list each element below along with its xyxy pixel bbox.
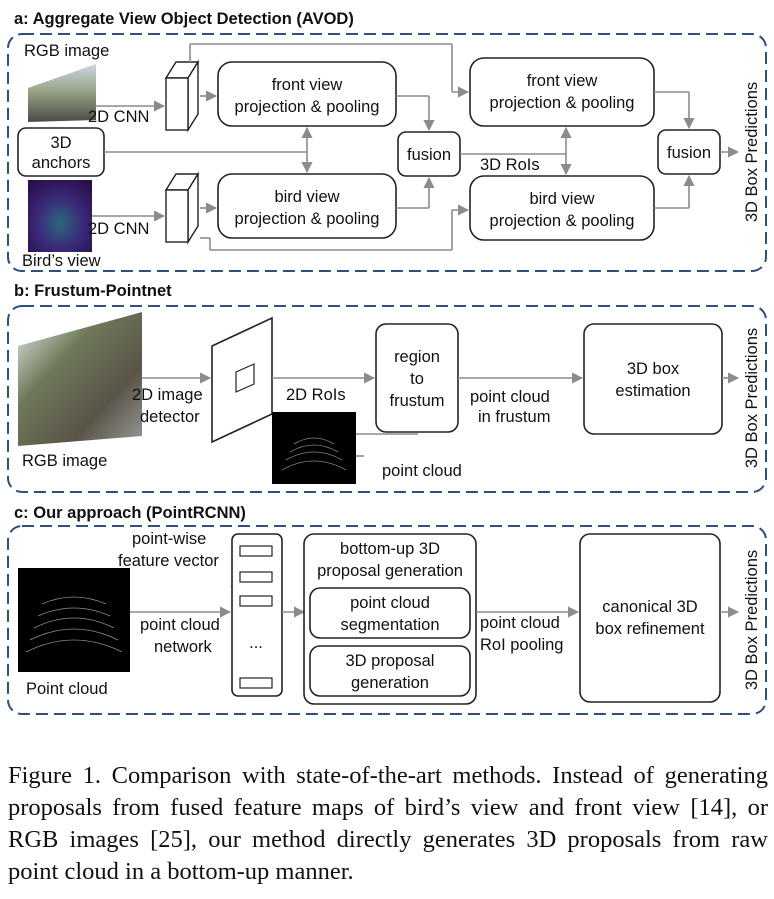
fpn-region-line2: to [410,370,424,388]
pointrcnn-feature-vectors [239,545,273,689]
avod-bird-proj-2-line2: projection & pooling [490,212,635,230]
fpn-rgb-image [18,312,142,446]
pointrcnn-roi-pooling-line2: RoI pooling [480,636,563,654]
pointrcnn-refine-box [579,533,721,703]
pointrcnn-proposal-gen-box [309,645,471,697]
avod-front-proj-2-line1: front view [527,72,598,90]
pointrcnn-proposal-gen-line1: 3D proposal [346,652,435,670]
pointrcnn-pointwise-line2: feature vector [118,552,219,570]
fpn-estimation-line1: 3D box [627,360,680,378]
avod-bird-proj-2-line1: bird view [529,190,594,208]
avod-cnn-label-bottom: 2D CNN [88,220,149,238]
fpn-frustum-pc-line1: point cloud [470,388,550,406]
avod-front-proj-1-line1: front view [272,76,343,94]
avod-output-label: 3D Box Predictions [743,82,761,222]
pointrcnn-network-line2: network [154,638,213,656]
section-b-border [7,305,767,493]
avod-cnn-block-top [164,59,200,133]
pointrcnn-feature-column [231,533,283,697]
avod-birdsview-label: Bird’s view [22,252,101,270]
fpn-frustum-pc-line2: in frustum [478,408,550,426]
pointrcnn-network-line1: point cloud [140,616,220,634]
avod-front-proj-1-line2: projection & pooling [235,98,380,116]
pointrcnn-proposal-line1: bottom-up 3D [340,540,440,558]
fpn-region-line3: frustum [389,392,444,410]
avod-fusion-2-label: fusion [667,144,711,162]
avod-cnn-label-top: 2D CNN [88,108,149,126]
pointrcnn-refine-line2: box refinement [595,620,705,638]
avod-bird-proj-box-2 [469,175,655,241]
avod-rgb-label: RGB image [24,42,109,60]
pointrcnn-pointwise-line1: point-wise [132,530,206,548]
fpn-estimation-box [583,323,723,435]
avod-rgb-image [28,64,96,122]
pointrcnn-pointcloud-image [18,568,130,672]
avod-fusion-1-label: fusion [407,146,451,164]
fpn-detector-line1: 2D image [132,386,203,404]
section-c-border [7,525,767,715]
fpn-rgb-label: RGB image [22,452,107,470]
avod-front-proj-box-2 [469,57,655,127]
avod-anchors-line1: 3D [50,134,71,152]
figure-diagram: .t { font-family:"Liberation Sans", sans… [7,10,767,715]
fpn-pointcloud-image [272,412,356,484]
pointrcnn-output-label: 3D Box Predictions [743,550,761,690]
avod-front-proj-box-1 [217,61,397,127]
fpn-output-label: 3D Box Predictions [743,328,761,468]
pointrcnn-segmentation-box [309,587,471,639]
fpn-region-line1: region [394,348,440,366]
avod-bird-proj-1-line1: bird view [274,188,339,206]
pointrcnn-segmentation-line2: segmentation [340,616,439,634]
pointrcnn-segmentation-line1: point cloud [350,594,430,612]
avod-cnn-block-bottom [164,171,200,245]
pointrcnn-proposal-line2: proposal generation [317,562,463,580]
avod-birdsview-image [28,180,92,252]
pointrcnn-proposal-gen-line2: generation [351,674,429,692]
avod-bird-proj-box-1 [217,173,397,239]
pointrcnn-refine-line1: canonical 3D [602,598,697,616]
section-c-title: c: Our approach (PointRCNN) [14,504,246,522]
fpn-detector-line2: detector [140,408,200,426]
figure-caption: Figure 1. Comparison with state-of-the-a… [8,762,768,885]
section-a-border [7,33,767,272]
fpn-estimation-line2: estimation [615,382,690,400]
pointrcnn-ellipsis: ... [249,634,263,652]
pointrcnn-roi-pooling-line1: point cloud [480,614,560,632]
pointrcnn-pointcloud-label: Point cloud [26,680,108,698]
avod-front-proj-2-line2: projection & pooling [490,94,635,112]
section-a-title: a: Aggregate View Object Detection (AVOD… [14,10,354,28]
fpn-image-plane [211,316,273,444]
fpn-pointcloud-label: point cloud [382,462,462,480]
avod-rois-label: 3D RoIs [480,156,540,174]
fpn-rois-label: 2D RoIs [286,386,346,404]
section-b-title: b: Frustum-Pointnet [14,282,172,300]
avod-bird-proj-1-line2: projection & pooling [235,210,380,228]
avod-anchors-line2: anchors [32,154,91,172]
